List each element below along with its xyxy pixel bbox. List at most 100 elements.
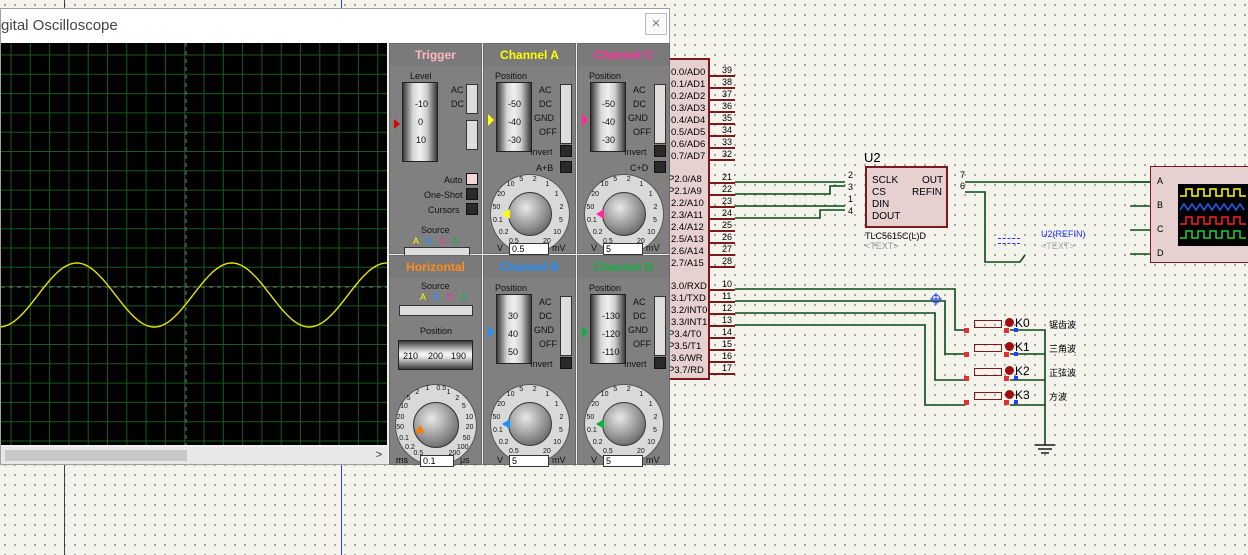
position-marker-icon <box>582 114 588 126</box>
drum-value: -40 <box>602 117 616 127</box>
position-drum[interactable]: -50-40-30 <box>496 82 532 152</box>
dial-tick-label: 20 <box>591 190 600 198</box>
horizontal-position-drum[interactable]: 210 200 190 <box>398 340 473 370</box>
scroll-right-button[interactable]: > <box>375 449 383 461</box>
trigger-coupling-switch[interactable] <box>466 84 478 114</box>
cursors-button[interactable] <box>466 203 478 215</box>
auto-button[interactable] <box>466 173 478 185</box>
invert-button[interactable] <box>654 145 666 157</box>
hsource-d[interactable]: D <box>461 292 468 302</box>
drum-value: -130 <box>602 311 621 321</box>
drum-value: -30 <box>602 135 616 145</box>
scope-display[interactable] <box>1 43 387 445</box>
oscilloscope-window[interactable]: gital Oscilloscope × > Trigger Level -10… <box>0 8 670 467</box>
key-switch-k0[interactable]: K0 锯齿波 <box>960 316 1080 342</box>
source-b[interactable]: B <box>426 236 433 246</box>
coupling-switch[interactable] <box>654 84 666 144</box>
dial-tick-label: 20 <box>497 400 506 408</box>
mcu-pin-number: 36 <box>722 101 733 111</box>
u2-text: <TEXT> <box>865 241 899 251</box>
timebase-value[interactable]: 0.1 <box>420 455 454 467</box>
invert-label: Invert <box>624 359 647 369</box>
mcu-pin-number: 17 <box>722 363 733 373</box>
dial-tick-label: 5 <box>519 385 524 393</box>
dial-tick-label: 2 <box>626 385 631 393</box>
key-switch-k3[interactable]: K3 方波 <box>960 388 1080 414</box>
dial-tick-label: 20 <box>543 238 551 246</box>
hsource-a[interactable]: A <box>420 292 427 302</box>
u2-part-number: TLC5615C(L)D <box>865 231 927 241</box>
source-c[interactable]: C <box>440 236 447 246</box>
volts-div-value[interactable]: 5 <box>603 243 643 255</box>
u2-ref: U2 <box>864 150 881 165</box>
u2-chip[interactable] <box>865 166 948 228</box>
invert-button[interactable] <box>654 357 666 369</box>
probe-label[interactable]: U2(REFIN) <box>1041 229 1086 239</box>
source-a[interactable]: A <box>413 236 420 246</box>
dial-tick-label: 200 <box>448 450 461 458</box>
key-switch-k2[interactable]: K2 正弦波 <box>960 364 1080 390</box>
dial-tick-label: 0.1 <box>586 217 597 225</box>
volts-div-value[interactable]: 5 <box>603 455 643 467</box>
timebase-pointer-icon <box>415 425 425 433</box>
mcu-pin-line <box>710 159 735 161</box>
hsource-b[interactable]: B <box>433 292 440 302</box>
volts-div-value[interactable]: 0.5 <box>509 243 549 255</box>
dial-tick-label: 50 <box>396 424 405 432</box>
mcu-pin-line <box>710 373 735 375</box>
level-marker-icon <box>394 119 400 129</box>
switch-marker <box>1014 400 1018 404</box>
mcu-pin-line <box>710 99 735 101</box>
source-d[interactable]: D <box>453 236 460 246</box>
position-drum[interactable]: -50-40-30 <box>590 82 626 152</box>
mcu-pin-label: 0.1/AD1 <box>671 79 706 90</box>
drum-value: -120 <box>602 329 621 339</box>
coupling-switch[interactable] <box>560 84 572 144</box>
dial-tick-label: 1 <box>446 388 451 396</box>
position-label: Position <box>495 283 528 293</box>
scope-icon <box>1178 184 1248 246</box>
hsource-c[interactable]: C <box>447 292 454 302</box>
coupling-switch[interactable] <box>654 296 666 356</box>
scroll-thumb[interactable] <box>5 450 187 461</box>
volts-div-knob[interactable] <box>602 402 646 446</box>
unit-right: mV <box>552 243 566 253</box>
sum-button[interactable] <box>654 161 666 173</box>
u2-pin-num-4: 4 <box>848 206 854 216</box>
coupling-option: AC <box>539 85 552 95</box>
volts-div-knob[interactable] <box>508 192 552 236</box>
probe-icon <box>998 238 1020 244</box>
invert-button[interactable] <box>560 357 572 369</box>
dial-tick-label: 10 <box>553 439 561 447</box>
dial-tick-label: 10 <box>553 229 561 237</box>
volts-div-value[interactable]: 5 <box>509 455 549 467</box>
u2-pin-num-3: 3 <box>848 182 854 192</box>
edge-switch[interactable] <box>466 120 478 150</box>
sum-button[interactable] <box>560 161 572 173</box>
horizontal-scrollbar[interactable]: > <box>1 447 387 464</box>
key-switch-k1[interactable]: K1 三角波 <box>960 340 1080 366</box>
one-shot-button[interactable] <box>466 188 478 200</box>
unit-left: V <box>497 243 504 253</box>
close-button[interactable]: × <box>645 13 667 35</box>
horizontal-source-slider[interactable] <box>399 305 473 316</box>
u2-pin-num-6: 6 <box>960 181 966 191</box>
mcu-pin-label: 3.1/TXD <box>671 293 706 304</box>
window-titlebar[interactable]: gital Oscilloscope × <box>1 9 669 43</box>
dial-tick-label: 0.2 <box>498 439 509 447</box>
invert-button[interactable] <box>560 145 572 157</box>
trigger-level-drum[interactable]: -10 0 10 <box>402 82 438 162</box>
coupling-switch[interactable] <box>560 296 572 356</box>
position-drum[interactable]: -130-120-110 <box>590 294 626 364</box>
probe-text: <TEXT> <box>1041 241 1075 251</box>
volts-div-knob[interactable] <box>602 192 646 236</box>
volts-div-knob[interactable] <box>508 402 552 446</box>
